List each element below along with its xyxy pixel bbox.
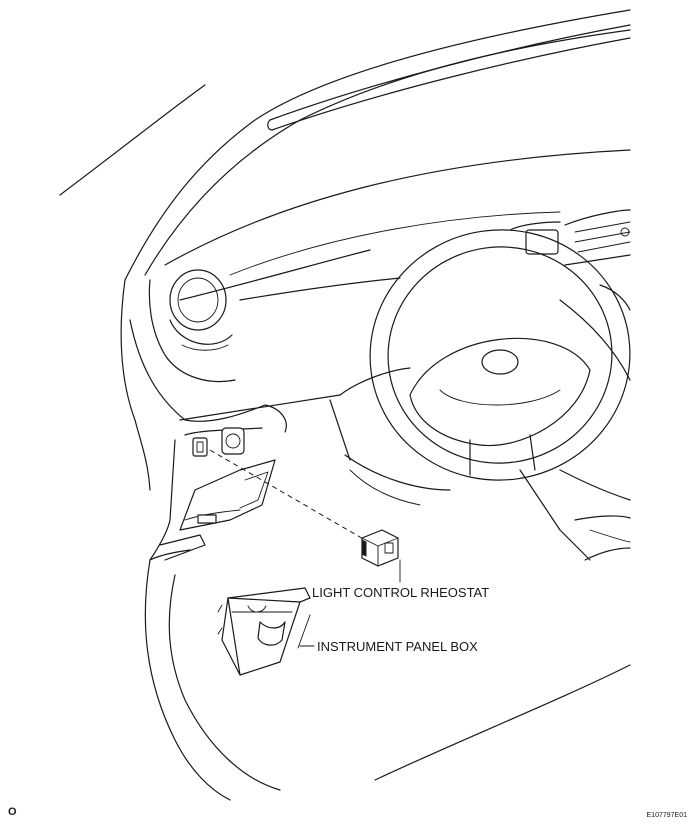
figure-id: E107797E01 [646,812,687,819]
left-panel [120,279,341,491]
light-control-rheostat-label: LIGHT CONTROL RHEOSTAT [312,585,490,600]
floor-outline [144,559,631,801]
windshield-frame [59,9,631,281]
rheostat-leader [209,449,401,583]
lower-box-opening [149,459,276,561]
center-console [519,469,631,561]
steering-wheel [369,229,631,481]
light-control-rheostat-part [361,529,399,567]
dashboard-top [164,149,631,301]
corner-mark: O [8,806,17,818]
instrument-panel-box-part [217,587,311,676]
side-vent [148,269,236,383]
defroster-vent [267,24,631,131]
switch-panel [149,427,263,561]
steering-column [329,367,451,506]
center-stack [509,209,631,381]
instrument-panel-box-label: INSTRUMENT PANEL BOX [317,639,478,654]
